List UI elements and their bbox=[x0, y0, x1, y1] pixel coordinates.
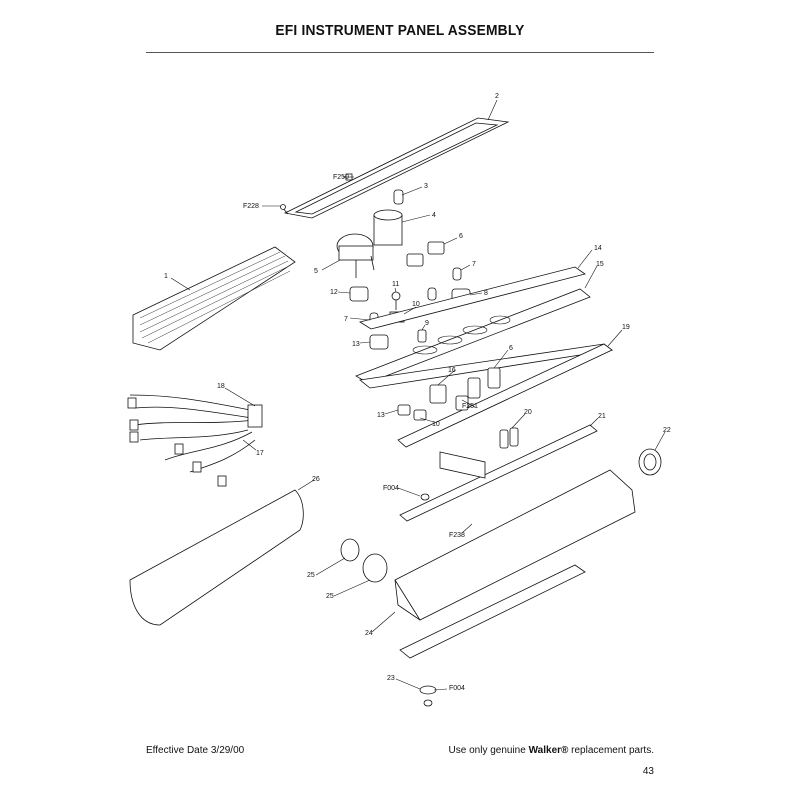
part-9-lens bbox=[417, 329, 427, 343]
part-19-panel-plate bbox=[359, 343, 613, 448]
footer-notice-suffix: replacement parts. bbox=[568, 745, 654, 756]
callout-14: 14 bbox=[594, 245, 602, 252]
callout-12: 12 bbox=[330, 289, 338, 296]
callout-16: 16 bbox=[448, 367, 456, 374]
brand-name: Walker® bbox=[528, 745, 569, 756]
part-7-bulbs-upper bbox=[427, 267, 462, 301]
screw-f228 bbox=[280, 204, 289, 215]
callout-f250: F250 bbox=[333, 174, 349, 181]
callout-18: 18 bbox=[217, 383, 225, 390]
part-13-socket-upper bbox=[369, 334, 389, 350]
callout-23: 23 bbox=[387, 675, 395, 682]
page-number: 43 bbox=[642, 766, 654, 777]
part-f004-bottom bbox=[419, 685, 437, 707]
callout-19: 19 bbox=[622, 324, 630, 331]
callout-13: 13 bbox=[352, 341, 360, 348]
callout-6: 6 bbox=[459, 233, 463, 240]
callout-10b: 10 bbox=[432, 421, 440, 428]
callout-8: 8 bbox=[484, 290, 488, 297]
callout-f228: F228 bbox=[243, 203, 259, 210]
part-21-lower-plate bbox=[399, 424, 598, 522]
callout-4: 4 bbox=[432, 212, 436, 219]
leader-lines bbox=[170, 99, 666, 691]
callout-f004: F004 bbox=[383, 485, 399, 492]
part-26-channel bbox=[129, 489, 304, 626]
part-14-decal bbox=[359, 266, 586, 330]
part-base-plate bbox=[399, 564, 586, 659]
callout-5: 5 bbox=[314, 268, 318, 275]
part-20-connector bbox=[499, 427, 519, 449]
callout-15: 15 bbox=[596, 261, 604, 268]
callout-26: 26 bbox=[312, 476, 320, 483]
callout-7: 7 bbox=[472, 261, 476, 268]
bracket bbox=[439, 451, 486, 479]
part-17-18-wire-harness bbox=[127, 394, 263, 487]
part-22-grommet bbox=[638, 448, 662, 476]
part-25-nut bbox=[340, 538, 360, 562]
callout-9: 9 bbox=[425, 320, 429, 327]
part-4-hour-meter bbox=[373, 209, 403, 246]
callout-25b: 25 bbox=[326, 593, 334, 600]
part-25-knob bbox=[362, 553, 388, 583]
callout-25: 25 bbox=[307, 572, 315, 579]
callout-f251: F251 bbox=[462, 403, 478, 410]
part-16-switches bbox=[429, 367, 501, 411]
part-f004-top bbox=[420, 493, 430, 501]
part-12-plug bbox=[349, 286, 369, 302]
callout-f004b: F004 bbox=[449, 685, 465, 692]
footer-notice: Use only genuine Walker® replacement par… bbox=[449, 745, 654, 756]
callout-7b: 7 bbox=[344, 316, 348, 323]
part-24-housing bbox=[394, 469, 636, 621]
callout-13b: 13 bbox=[377, 412, 385, 419]
part-3-indicator bbox=[393, 189, 404, 205]
callout-11: 11 bbox=[392, 281, 399, 288]
callout-17: 17 bbox=[256, 450, 264, 457]
callout-3: 3 bbox=[424, 183, 428, 190]
callout-24: 24 bbox=[365, 630, 373, 637]
part-13-socket-lower bbox=[397, 404, 427, 421]
page-title: EFI INSTRUMENT PANEL ASSEMBLY bbox=[275, 22, 525, 39]
footer-notice-prefix: Use only genuine bbox=[448, 745, 529, 756]
part-2-bezel-plate bbox=[283, 117, 510, 219]
part-1-cover bbox=[132, 246, 296, 351]
callout-22: 22 bbox=[663, 427, 671, 434]
callout-20: 20 bbox=[524, 409, 532, 416]
title-rule bbox=[146, 52, 654, 53]
callout-6b: 6 bbox=[509, 345, 513, 352]
effective-date: Effective Date 3/29/00 bbox=[146, 745, 245, 756]
callout-10: 10 bbox=[412, 301, 420, 308]
part-11-key bbox=[391, 291, 401, 310]
callout-1: 1 bbox=[164, 273, 168, 280]
callout-f238: F238 bbox=[449, 532, 465, 539]
callout-labels: 2 F250 F228 3 4 6 5 1 7 11 12 8 14 15 10… bbox=[164, 93, 671, 692]
part-6-caps-upper bbox=[406, 241, 445, 267]
callout-21: 21 bbox=[598, 413, 606, 420]
callout-2: 2 bbox=[495, 93, 499, 100]
part-5-gauge bbox=[336, 233, 375, 278]
